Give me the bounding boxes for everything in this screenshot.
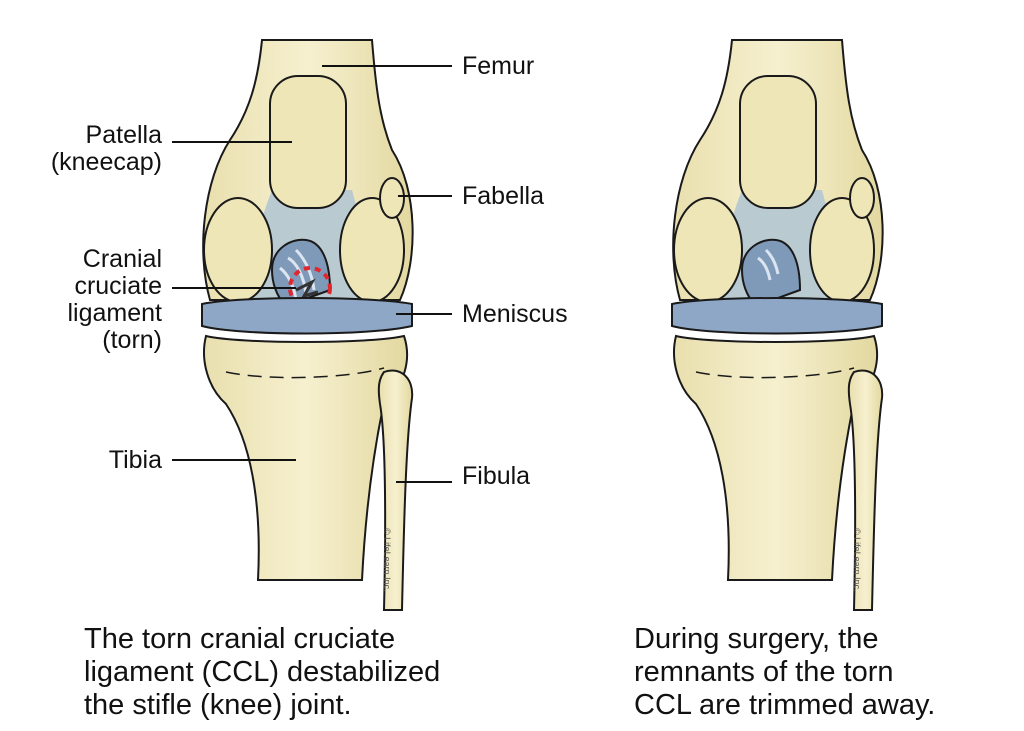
label-tibia: Tibia [108,446,162,474]
copyright-left: © LifeLearn Inc. [382,528,392,592]
meniscus-band [201,297,413,335]
caption-right-line2: remnants of the torn [634,656,894,688]
caption-left-line2: ligament (CCL) destabilized [84,656,441,688]
fabella-bone-right [849,177,875,219]
label-ccl-line3: ligament [67,299,163,327]
meniscus-band-right [671,297,883,335]
patella-bone-right [739,75,817,209]
caption-left: The torn cranial cruciate ligament (CCL)… [84,623,514,722]
medial-condyle-right [673,197,743,303]
intercondylar-notch-right [740,238,802,308]
label-ccl-line2: cruciate [74,272,162,300]
tear-marker [288,266,332,310]
copyright-right: © LifeLearn Inc. [852,528,862,592]
tibia-crest-line-right [695,367,855,379]
label-ccl-line4: (torn) [102,326,162,354]
fibula-bone [377,369,414,611]
fibula-bone-right [847,369,884,611]
right-knee: © LifeLearn Inc. [671,39,884,611]
medial-condyle [203,197,273,303]
tibia-crest-line [225,367,385,379]
label-meniscus: Meniscus [462,300,568,328]
label-patella: Patella (kneecap) [28,122,162,176]
label-femur: Femur [462,52,535,80]
tibia-bone [203,334,409,581]
caption-left-line3: the stifle (knee) joint. [84,689,352,721]
label-patella-line2: (kneecap) [50,148,162,176]
fabella-bone [379,177,405,219]
label-ccl: Cranial cruciate ligament (torn) [28,245,163,354]
ccl-tear [295,278,319,299]
caption-right-line1: During surgery, the [634,623,879,655]
caption-left-line1: The torn cranial cruciate [84,623,396,655]
left-knee: © LifeLearn Inc. [172,39,452,611]
label-patella-line1: Patella [85,121,162,149]
label-fibula: Fibula [462,462,531,490]
tibia-bone-right [673,334,879,581]
label-fabella: Fabella [462,182,544,210]
ccl-remnant-trimmed [757,248,780,281]
label-ccl-line1: Cranial [82,245,162,273]
caption-right: During surgery, the remnants of the torn… [634,623,1004,722]
caption-right-line3: CCL are trimmed away. [634,689,936,721]
